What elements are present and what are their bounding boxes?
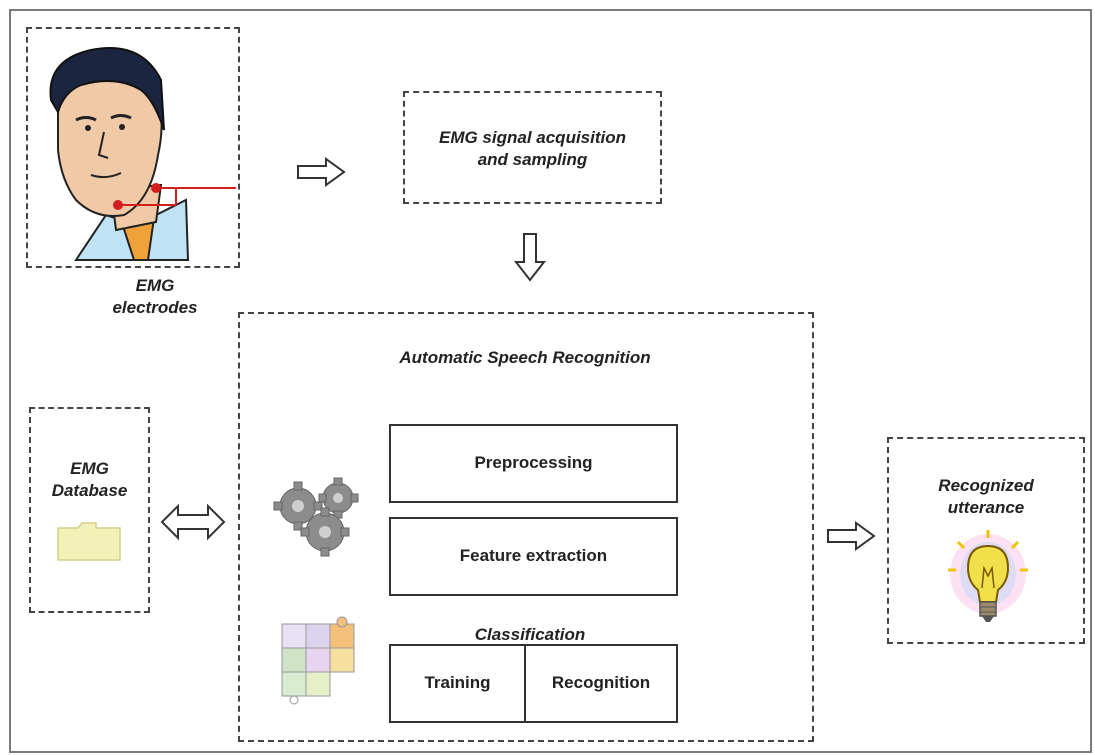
outer-frame: [9, 9, 1092, 753]
electrodes-label-line2: electrodes: [112, 298, 198, 317]
puzzle-icon: [281, 616, 355, 705]
face-with-electrodes-icon: [49, 47, 236, 261]
acquisition-label-line1: EMG signal acquisition: [438, 128, 627, 147]
feature-extraction-box: [389, 517, 678, 596]
training-box: [389, 644, 526, 723]
result-label-line1: Recognized: [938, 476, 1034, 495]
acquisition-box: [403, 91, 662, 204]
electrodes-box: [26, 27, 240, 268]
result-label-line2: utterance: [947, 498, 1025, 517]
preprocessing-box: [389, 424, 678, 503]
electrodes-label-line1: EMG: [135, 276, 175, 295]
double-arrow-icon: [160, 503, 226, 541]
classification-label: Classification: [474, 625, 586, 644]
electrodes-label: EMG electrodes: [95, 275, 215, 319]
recognition-box: [524, 644, 678, 723]
database-label-line2: Database: [51, 481, 128, 500]
result-box: [887, 437, 1085, 644]
feature-extraction-label: Feature extraction: [459, 546, 608, 565]
database-label: EMG Database: [29, 458, 150, 502]
database-label-line1: EMG: [70, 459, 109, 478]
asr-title: Automatic Speech Recognition: [399, 348, 651, 367]
database-box: [29, 407, 150, 613]
acquisition-label: EMG signal acquisition and sampling: [403, 127, 662, 171]
light-bulb-icon: [948, 530, 1028, 622]
preprocessing-label: Preprocessing: [474, 453, 593, 472]
training-label: Training: [424, 673, 491, 692]
result-arrow-icon: [827, 521, 876, 551]
asr-box: [238, 312, 814, 742]
down-arrow-icon: [513, 233, 547, 282]
recognition-label: Recognition: [551, 673, 651, 692]
result-label: Recognized utterance: [887, 475, 1085, 519]
gears-icon: [273, 477, 359, 557]
right-arrow-icon: [297, 157, 346, 187]
folder-icon: [57, 522, 121, 561]
acquisition-label-line2: and sampling: [477, 150, 588, 169]
